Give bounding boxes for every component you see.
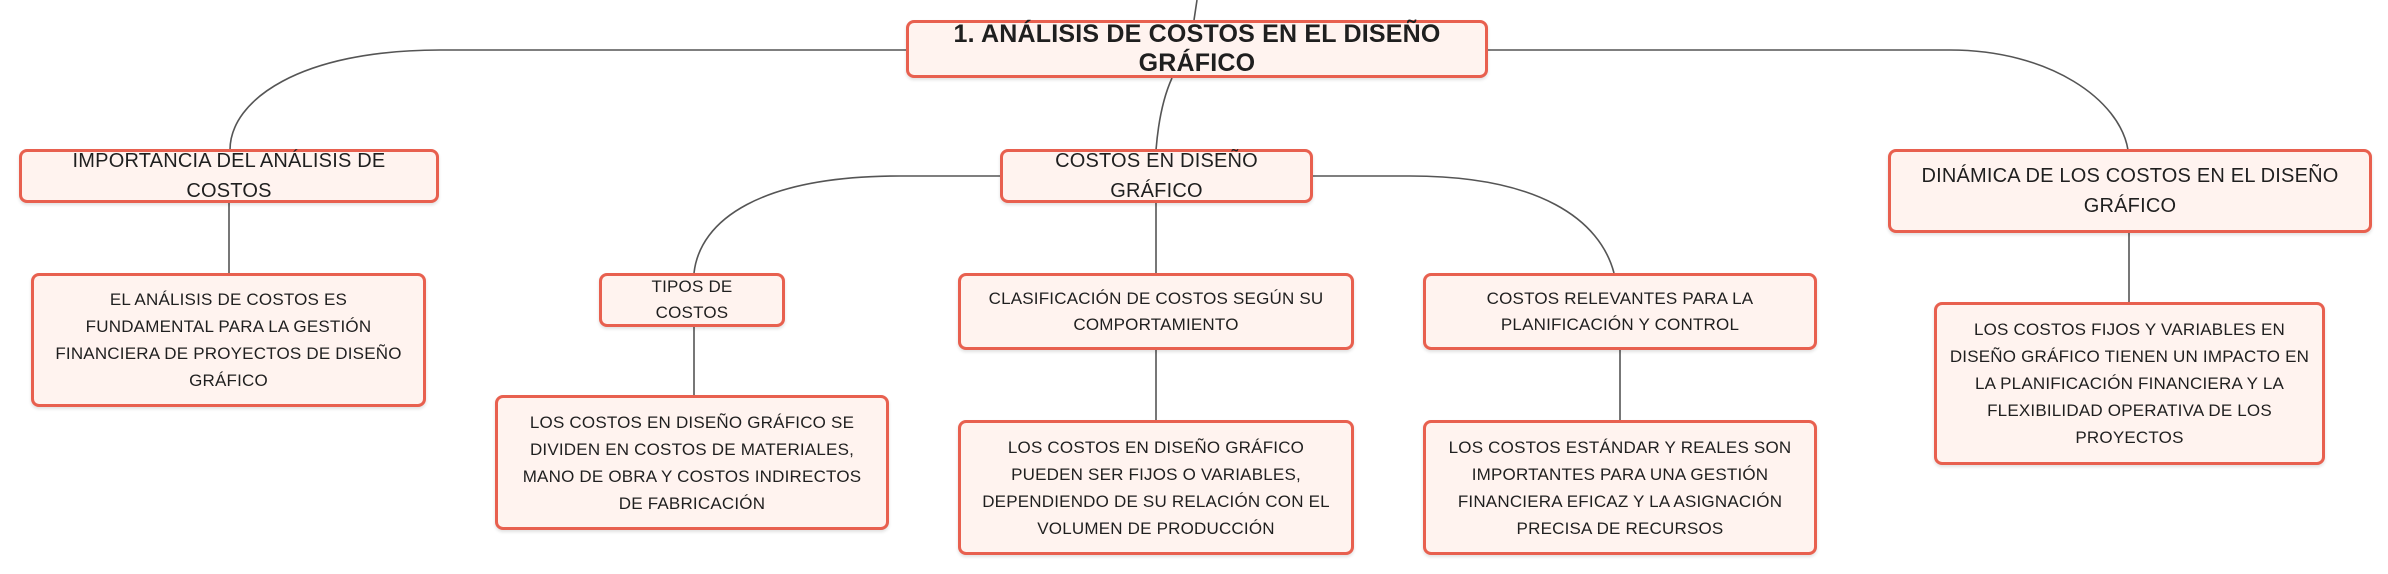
topic-dinamica-label: DINÁMICA DE LOS COSTOS EN EL DISEÑO GRÁF… [1921, 165, 2339, 217]
topic-dinamica[interactable]: DINÁMICA DE LOS COSTOS EN EL DISEÑO GRÁF… [1888, 149, 2372, 233]
topic-clasificacion-costos-label: CLASIFICACIÓN DE COSTOS SEGÚN SU COMPORT… [988, 288, 1324, 334]
detail-dinamica[interactable]: LOS COSTOS FIJOS Y VARIABLES EN DISEÑO G… [1934, 302, 2325, 465]
detail-tipos-costos-text: LOS COSTOS EN DISEÑO GRÁFICO SE DIVIDEN … [522, 412, 862, 513]
connector-costos-tipos [693, 175, 1000, 274]
topic-costos-diseno-label: COSTOS EN DISEÑO GRÁFICO [1055, 150, 1258, 202]
detail-costos-relevantes-text: LOS COSTOS ESTÁNDAR Y REALES SON IMPORTA… [1448, 437, 1792, 538]
topic-tipos-costos[interactable]: TIPOS DE COSTOS [599, 273, 785, 327]
topic-clasificacion-costos[interactable]: CLASIFICACIÓN DE COSTOS SEGÚN SU COMPORT… [958, 273, 1354, 350]
detail-costos-relevantes[interactable]: LOS COSTOS ESTÁNDAR Y REALES SON IMPORTA… [1423, 420, 1817, 555]
topic-costos-diseno[interactable]: COSTOS EN DISEÑO GRÁFICO [1000, 149, 1313, 203]
connector-costos-relevantes [1313, 175, 1615, 274]
connector-root-costos [1155, 77, 1173, 151]
detail-tipos-costos[interactable]: LOS COSTOS EN DISEÑO GRÁFICO SE DIVIDEN … [495, 395, 889, 530]
detail-importancia-text: EL ANÁLISIS DE COSTOS ES FUNDAMENTAL PAR… [55, 290, 402, 390]
topic-costos-relevantes-label: COSTOS RELEVANTES PARA LA PLANIFICACIÓN … [1486, 288, 1754, 334]
connector-root-dinamica [1488, 49, 2129, 151]
detail-importancia[interactable]: EL ANÁLISIS DE COSTOS ES FUNDAMENTAL PAR… [31, 273, 426, 407]
topic-costos-relevantes[interactable]: COSTOS RELEVANTES PARA LA PLANIFICACIÓN … [1423, 273, 1817, 350]
root-topic[interactable]: 1. ANÁLISIS DE COSTOS EN EL DISEÑO GRÁFI… [906, 20, 1488, 78]
topic-importancia-label: IMPORTANCIA DEL ANÁLISIS DE COSTOS [72, 150, 386, 202]
detail-clasificacion-costos-text: LOS COSTOS EN DISEÑO GRÁFICO PUEDEN SER … [982, 437, 1330, 538]
detail-dinamica-text: LOS COSTOS FIJOS Y VARIABLES EN DISEÑO G… [1949, 320, 2310, 447]
topic-importancia[interactable]: IMPORTANCIA DEL ANÁLISIS DE COSTOS [19, 149, 439, 203]
connector-root-importancia [229, 49, 906, 151]
topic-tipos-costos-label: TIPOS DE COSTOS [651, 277, 733, 322]
detail-clasificacion-costos[interactable]: LOS COSTOS EN DISEÑO GRÁFICO PUEDEN SER … [958, 420, 1354, 555]
root-topic-label: 1. ANÁLISIS DE COSTOS EN EL DISEÑO GRÁFI… [953, 20, 1441, 77]
connector-root-top [1193, 0, 1198, 21]
